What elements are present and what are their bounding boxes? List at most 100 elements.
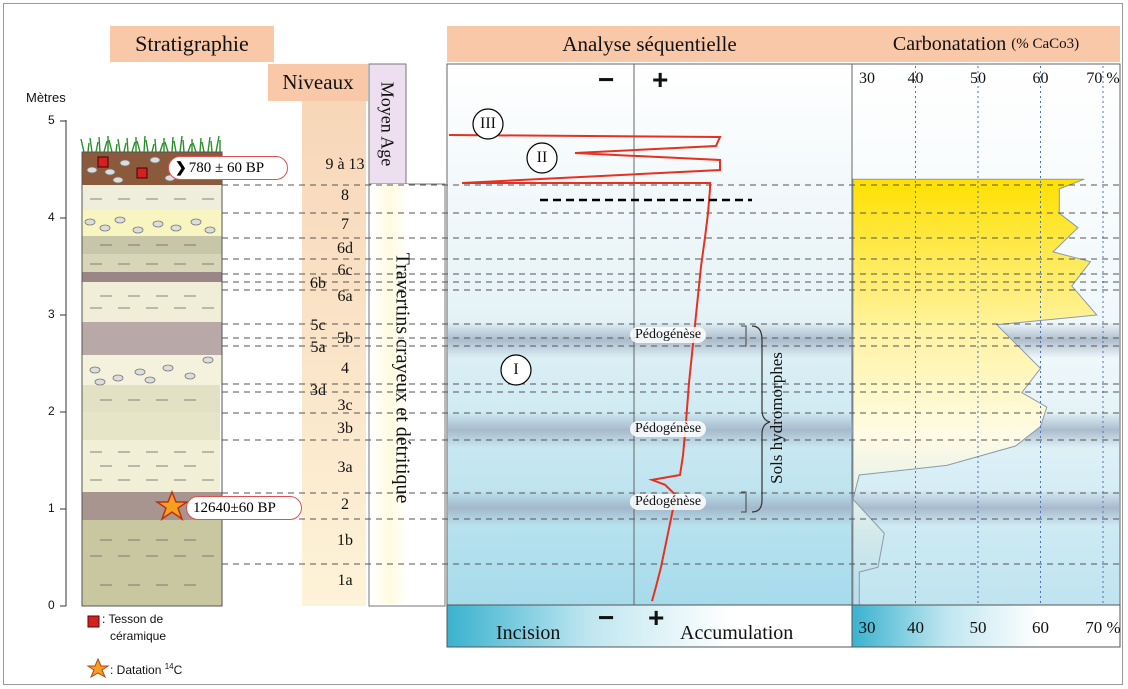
grass-blade bbox=[131, 141, 136, 153]
carb-bottom-tick-label: 70 % bbox=[1085, 618, 1121, 637]
tesson-marker bbox=[136, 167, 148, 179]
grass-blade bbox=[87, 142, 90, 153]
pebble bbox=[86, 166, 98, 174]
sequence-plus: + bbox=[652, 64, 669, 95]
pebble bbox=[112, 374, 124, 382]
grass-blade bbox=[159, 142, 164, 153]
dating-badge-top: ❯ 780 ± 60 BP bbox=[168, 156, 288, 180]
header-carbonatation: Carbonatation (% CaCo3) bbox=[852, 26, 1120, 62]
carb-top-tick-label: 70 % bbox=[1086, 70, 1120, 87]
grass-blade bbox=[164, 141, 169, 153]
niveau-label: 3a bbox=[337, 459, 353, 476]
header-stratigraphie-label: Stratigraphie bbox=[135, 31, 249, 56]
niveau-label: 9 à 13 bbox=[325, 156, 365, 173]
sequence-III-label: III bbox=[480, 115, 496, 132]
header-carbonatation-unit: (% CaCo3) bbox=[1011, 35, 1080, 52]
legend-datation-text: : Datation bbox=[110, 663, 165, 677]
niveau-label: 4 bbox=[341, 360, 349, 377]
niveau-label: 3c bbox=[337, 397, 353, 414]
pebble bbox=[132, 226, 144, 234]
grass-blade bbox=[103, 140, 108, 153]
figure-frame bbox=[3, 3, 1123, 685]
grass-blade bbox=[201, 141, 205, 153]
grass-blade bbox=[171, 136, 174, 153]
pebble bbox=[170, 224, 182, 232]
dating-top-value: 780 ± 60 BP bbox=[188, 159, 265, 176]
pedogenese-label-3: Pédogénèse bbox=[630, 494, 707, 510]
carb-bottom-tick-label: 30 bbox=[858, 618, 876, 637]
strat-column bbox=[80, 135, 223, 607]
grass-blade bbox=[126, 137, 129, 153]
footer-incision: Incision bbox=[496, 622, 561, 644]
carbonatation-area bbox=[852, 178, 1098, 607]
sequence-II-circle bbox=[526, 142, 558, 174]
header-analyse: Analyse séquentielle bbox=[447, 26, 852, 62]
pebble bbox=[184, 372, 196, 380]
sequence-II-label: II bbox=[536, 149, 548, 166]
grass-blade bbox=[115, 143, 118, 153]
niveau-label: 5c bbox=[310, 317, 326, 334]
header-carbonatation-label: Carbonatation bbox=[892, 32, 1007, 55]
datation-star-marker bbox=[154, 489, 190, 521]
pebble bbox=[99, 224, 111, 232]
grass-blade bbox=[145, 139, 149, 153]
niveaux-column-bg bbox=[302, 98, 366, 606]
footer-carbonatation-scale bbox=[851, 604, 1121, 648]
pebble bbox=[84, 218, 96, 226]
carb-top-tick-label: 40 bbox=[907, 70, 924, 87]
sols-hydromorphes-label: Sols hydromorphes bbox=[767, 352, 786, 484]
grass-blade bbox=[192, 142, 197, 153]
header-stratigraphie: Stratigraphie bbox=[110, 26, 274, 62]
carb-bottom-tick-label: 60 bbox=[1032, 618, 1049, 637]
grass-blade bbox=[117, 138, 121, 153]
niveau-label: 5b bbox=[337, 330, 353, 347]
moyen-age-label: Moyen Age bbox=[377, 81, 398, 167]
pedogenese-label-1: Pédogénèse bbox=[630, 327, 707, 343]
datation-legend-icon bbox=[86, 657, 110, 679]
pebble bbox=[204, 226, 216, 234]
dating-bottom-value: 12640±60 BP bbox=[193, 499, 276, 516]
pebble bbox=[190, 218, 202, 226]
niveau-label: 6b bbox=[310, 275, 326, 292]
pebble bbox=[104, 168, 116, 176]
grass-blade bbox=[215, 135, 220, 153]
level-lines bbox=[222, 184, 1120, 565]
pedogenese-band-3 bbox=[447, 490, 1120, 526]
tesson-marker bbox=[97, 156, 109, 168]
niveau-label: 7 bbox=[341, 216, 349, 233]
axis-tick-label: 5 bbox=[48, 113, 55, 127]
grass-blade bbox=[154, 138, 157, 153]
niveau-label: 1b bbox=[337, 532, 353, 549]
niveau-label: 5a bbox=[310, 339, 326, 356]
legend-datation-sup: 14 bbox=[164, 662, 174, 671]
grass-blade bbox=[199, 137, 202, 153]
axis-tick-label: 0 bbox=[48, 598, 55, 612]
carb-top-tick-label: 60 bbox=[1032, 70, 1049, 87]
travertins-band bbox=[372, 184, 408, 604]
header-niveaux: Niveaux bbox=[268, 64, 368, 101]
pedogenese-label-2: Pédogénèse bbox=[630, 421, 707, 437]
niveau-label: 3b bbox=[337, 420, 353, 437]
pebble bbox=[149, 156, 161, 164]
sequence-I-label: I bbox=[513, 361, 519, 378]
grass-blade bbox=[136, 140, 141, 153]
pebble bbox=[114, 216, 126, 224]
niveau-label: 6d bbox=[337, 240, 353, 257]
axis-tick-label: 2 bbox=[48, 404, 55, 418]
grass-blade bbox=[123, 142, 127, 153]
moyen-age-box bbox=[368, 63, 407, 185]
pebble bbox=[144, 376, 156, 384]
header-analyse-label: Analyse séquentielle bbox=[562, 31, 737, 56]
pebble bbox=[112, 176, 124, 184]
grass-blade bbox=[179, 135, 183, 153]
meters-axis-ticks bbox=[60, 120, 66, 607]
pedogenese-bracket-1 bbox=[741, 325, 747, 347]
sequence-III-circle bbox=[472, 108, 504, 140]
axis-tick-label: 1 bbox=[48, 501, 55, 515]
legend-tesson-line2: céramique bbox=[110, 629, 167, 643]
niveau-label: 2 bbox=[341, 496, 349, 513]
axis-tick-label: 3 bbox=[48, 307, 55, 321]
grass-blade bbox=[182, 139, 185, 153]
travertins-label: Travertins crayeux et détritique bbox=[391, 252, 414, 504]
